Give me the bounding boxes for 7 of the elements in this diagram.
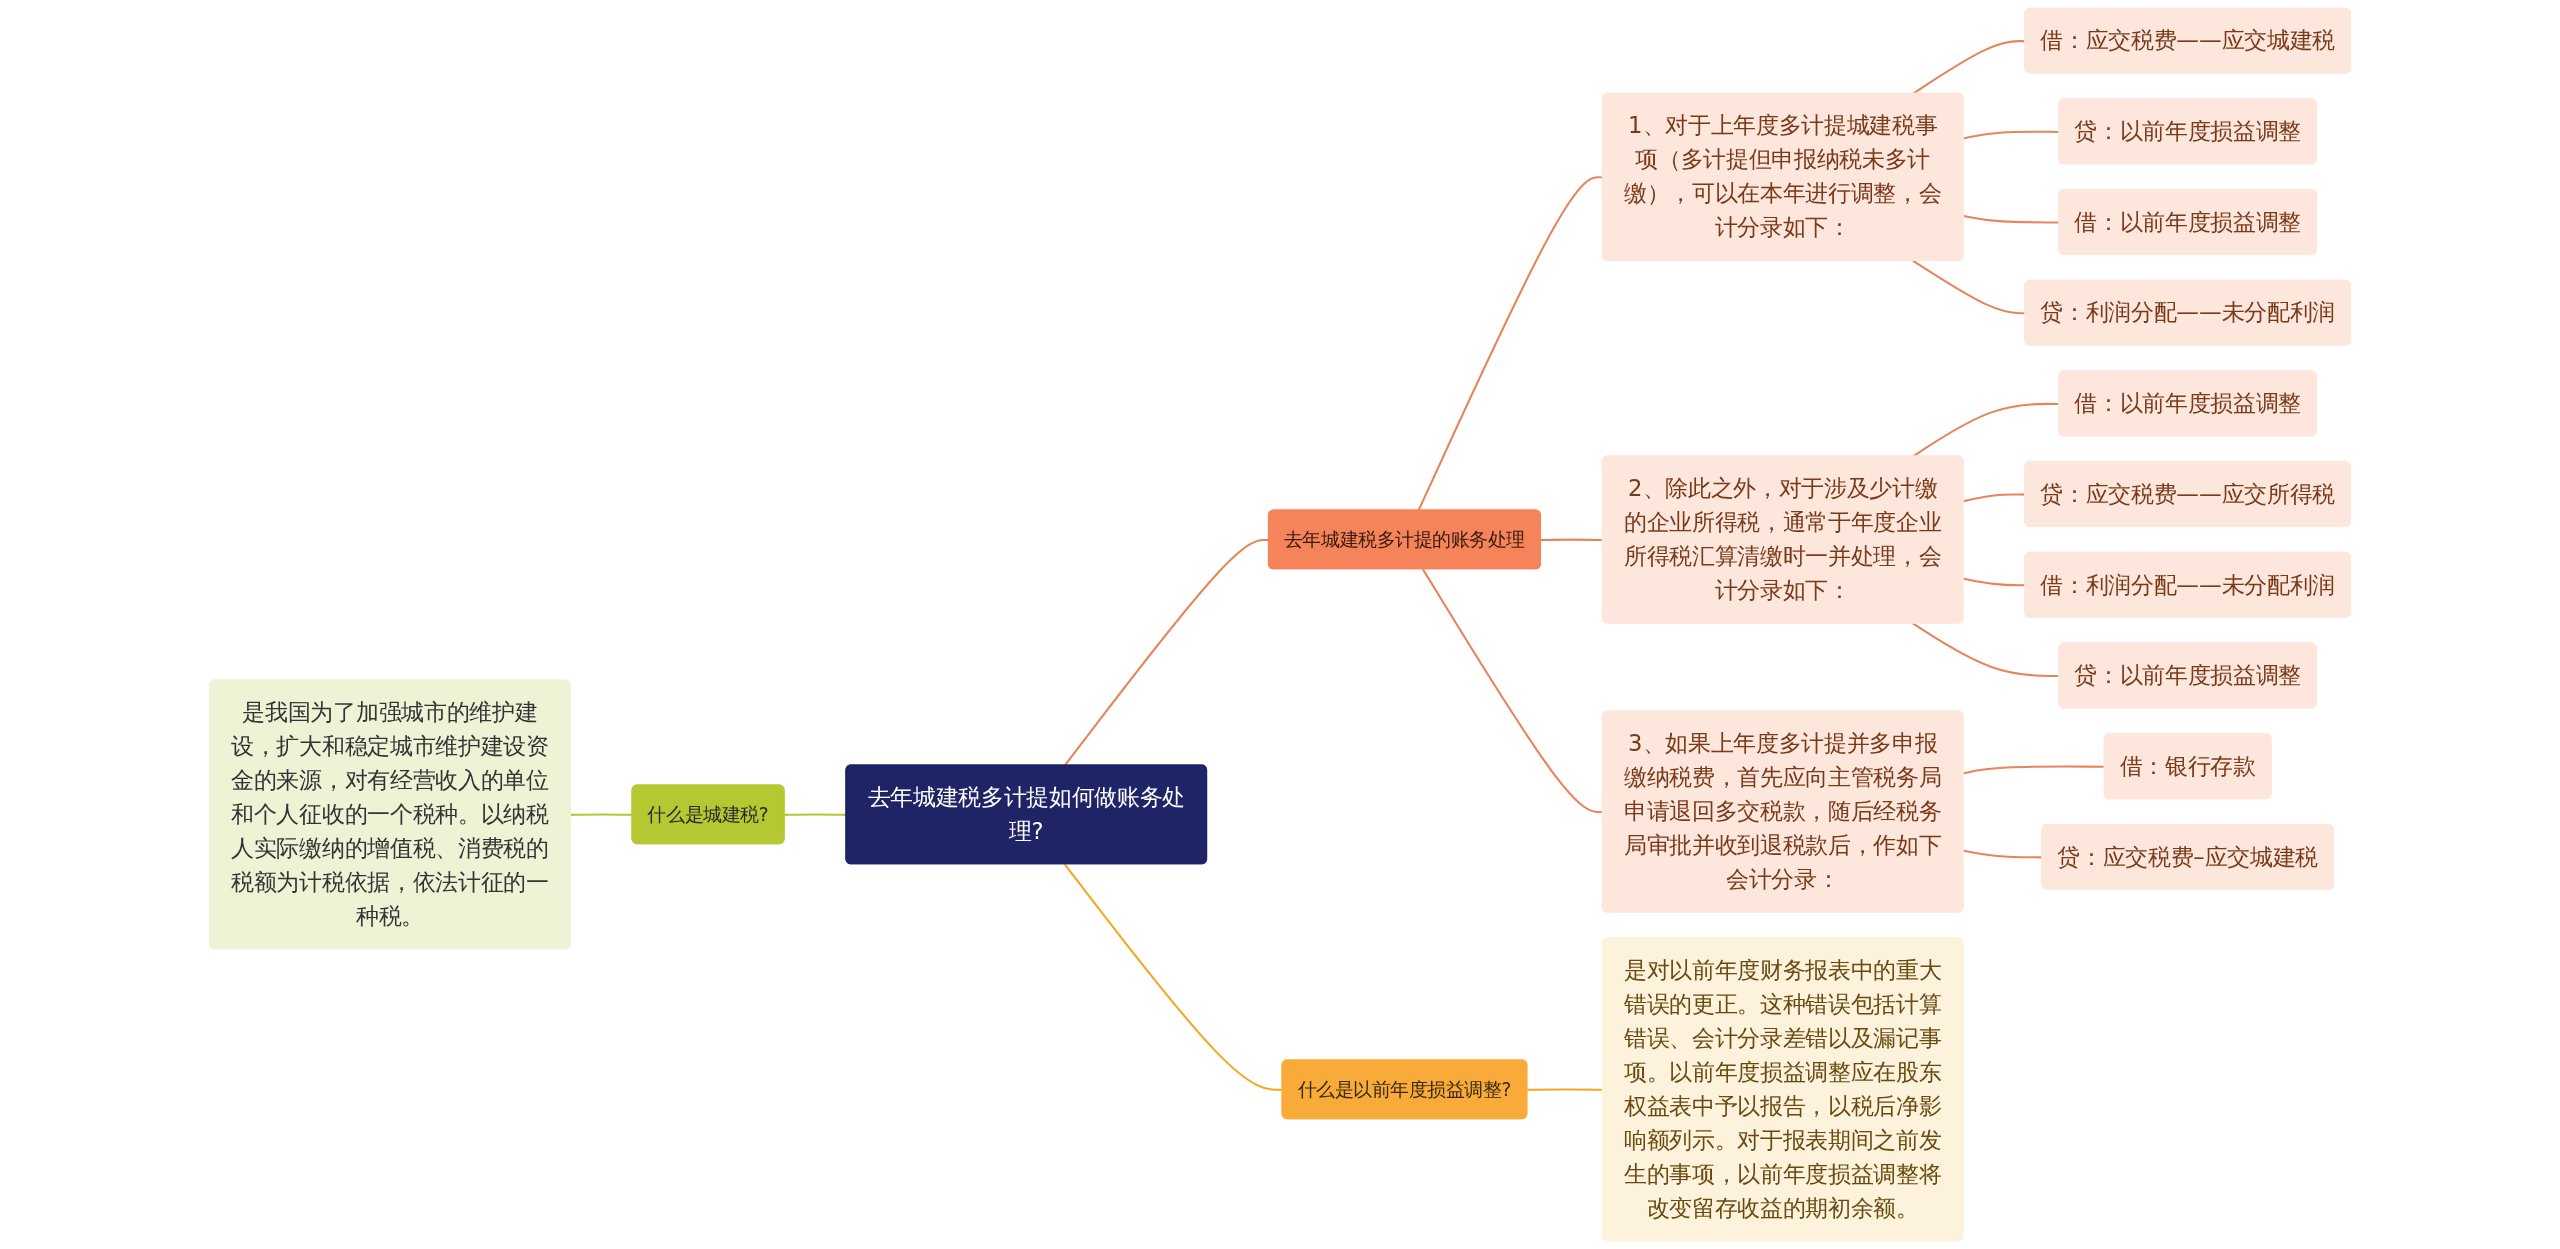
connector [1527, 1088, 1603, 1091]
connector [1422, 568, 1603, 814]
connector [1063, 863, 1283, 1091]
connector [1541, 538, 1603, 542]
connector [1417, 176, 1603, 512]
connector [570, 813, 633, 816]
connector [1963, 765, 2105, 775]
